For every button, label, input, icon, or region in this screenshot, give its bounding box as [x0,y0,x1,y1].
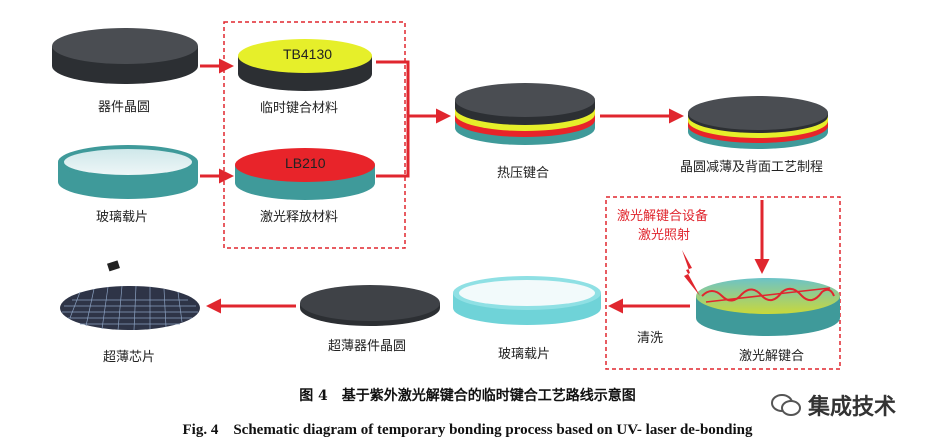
laser-irradiation-label: 激光照射 [638,228,691,243]
hot-press-bond-label: 热压键合 [497,166,550,181]
arrow-tb-merge [376,60,410,116]
lb210-label: LB210 [285,155,326,171]
thinned-stack-disk [688,96,828,149]
watermark-text: 集成技术 [808,395,897,420]
wechat-icon [771,394,801,416]
tb4130-label: TB4130 [283,46,333,62]
chip-piece-icon [107,260,120,272]
temp-bond-material-label: 临时键合材料 [260,101,339,116]
wafer-thinning-label: 晶圆减薄及背面工艺制程 [680,160,824,175]
arrow-lb-merge [376,116,410,178]
figure-caption-cn: 图 4 基于紫外激光解键合的临时键合工艺路线示意图 [299,388,636,404]
watermark: 集成技术 [770,389,896,421]
device-wafer-label: 器件晶圆 [98,100,151,115]
glass-carrier-2-disk [453,276,601,325]
lb210-material-disk [235,148,375,200]
glass-carrier-label: 玻璃载片 [96,210,149,225]
figure-caption-en: Fig. 4 Schematic diagram of temporary bo… [182,422,753,438]
laser-debond-label: 激光解键合 [739,349,805,364]
ultrathin-wafer-disk [300,285,440,326]
laser-release-material-label: 激光释放材料 [260,210,339,225]
laser-equipment-label: 激光解键合设备 [617,209,709,224]
ultrathin-chip-label: 超薄芯片 [103,350,156,365]
glass-carrier-2-label: 玻璃载片 [498,347,551,362]
laser-debond-disk [696,278,840,336]
materials-dashed-box [223,21,406,249]
ultrathin-wafer-label: 超薄器件晶圆 [328,339,407,354]
cleaning-label: 清洗 [637,331,664,346]
bonded-stack-disk [455,83,595,145]
tb4130-material-disk [238,39,372,91]
laser-lightning-icon [682,250,700,296]
glass-carrier-disk [58,145,198,199]
chip-grid-disk [32,285,200,331]
device-wafer-disk [52,28,198,84]
